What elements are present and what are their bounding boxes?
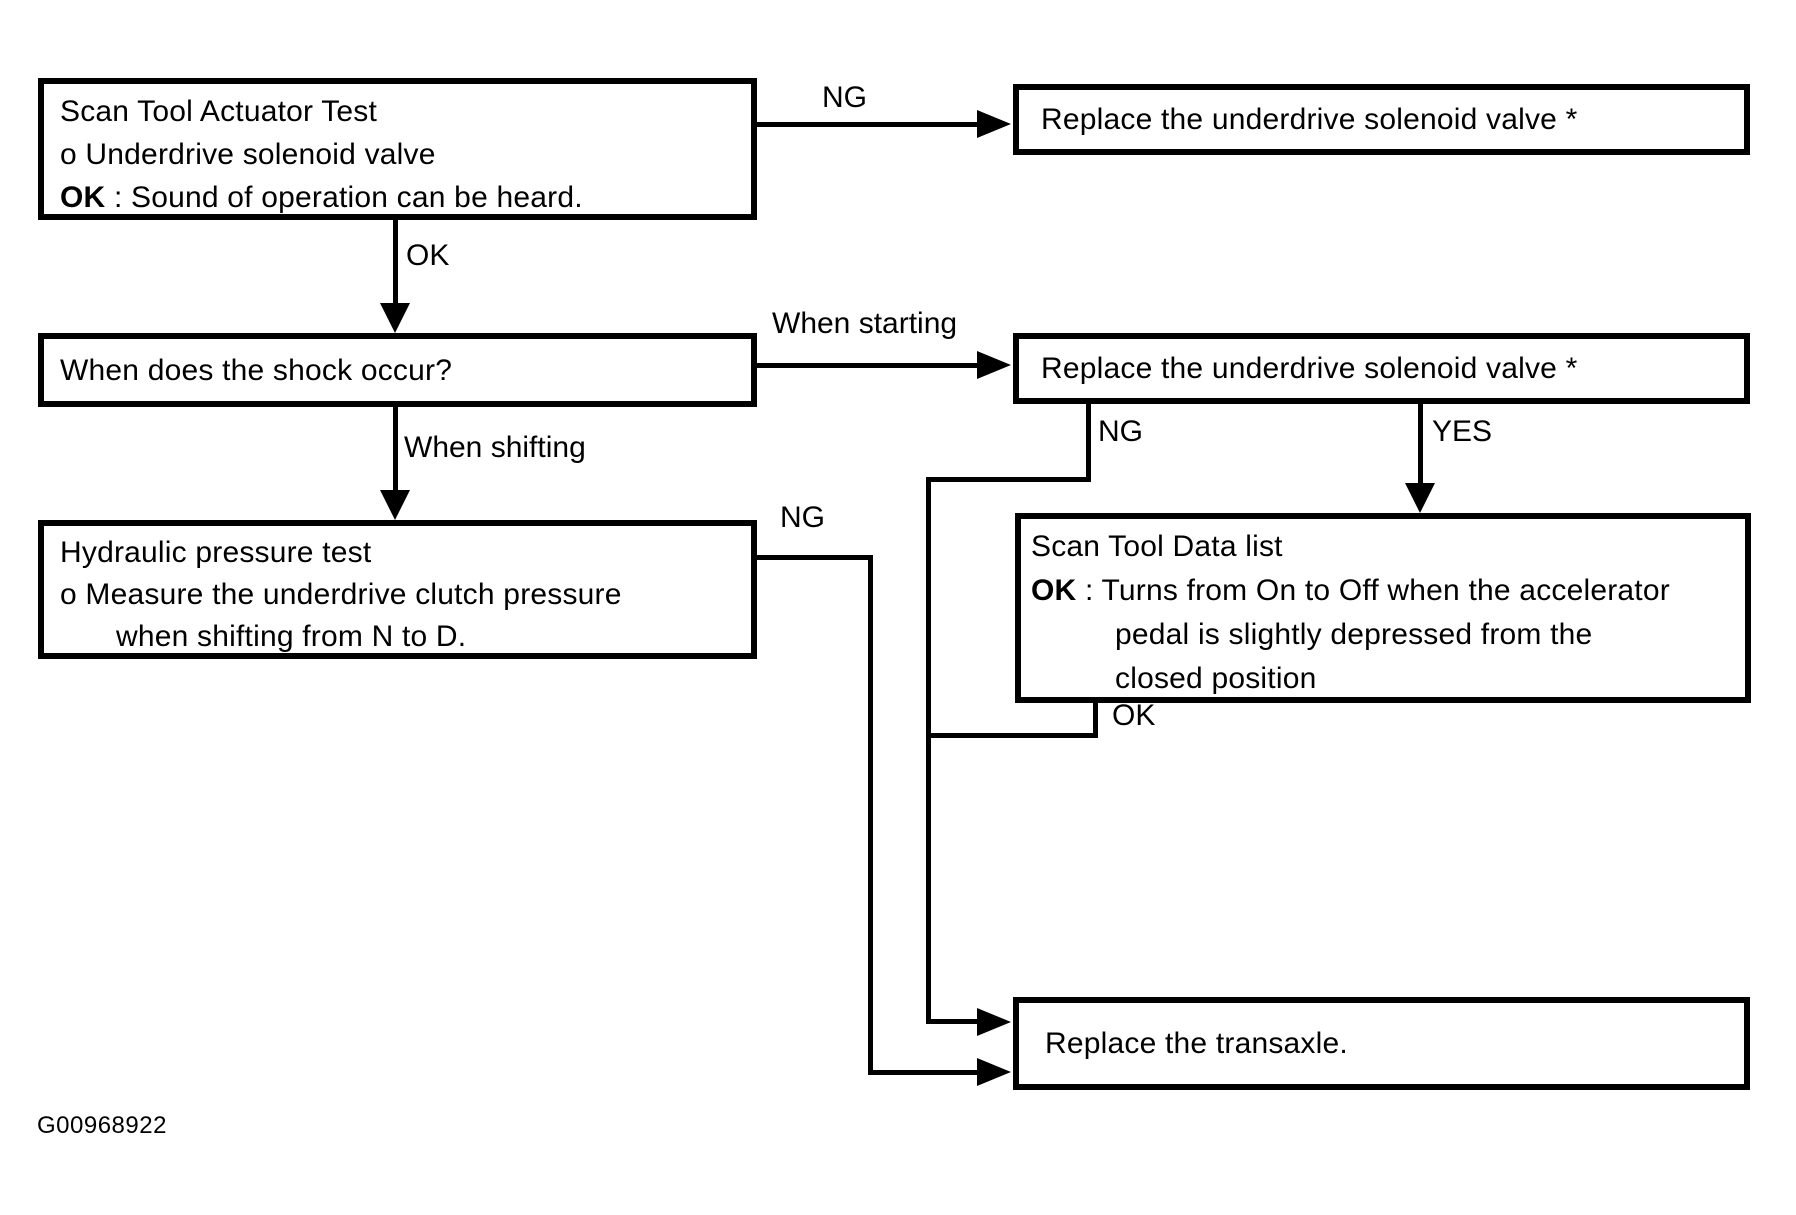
arrowhead-actuator-ng-icon (977, 110, 1011, 138)
flow-box-scan-tool-data-list: Scan Tool Data list OK : Turns from On t… (1015, 513, 1751, 703)
arrowhead-when-starting-icon (977, 351, 1011, 379)
box-text-line: When does the shock occur? (60, 353, 453, 387)
edge-label-ng-actuator: NG (822, 81, 867, 114)
box-text-line: pedal is slightly depressed from the (1115, 618, 1593, 651)
box-text-line: closed position (1115, 662, 1317, 695)
edge-label-yes-solenoid: YES (1432, 415, 1493, 448)
connector-when-starting-line (757, 363, 979, 368)
connector-data-list-ok-left-line (926, 733, 1098, 738)
box-text-line: OK : Turns from On to Off when the accel… (1031, 574, 1670, 607)
arrowhead-solenoid-yes-icon (1405, 483, 1435, 513)
flow-box-replace-solenoid-top: Replace the underdrive solenoid valve * (1013, 84, 1750, 155)
edge-label-when-shifting: When shifting (404, 431, 586, 464)
edge-label-ok-data-list: OK (1112, 699, 1156, 732)
box-text-line: o Measure the underdrive clutch pressure (60, 578, 622, 611)
connector-actuator-ok-line (393, 220, 398, 304)
flow-box-replace-transaxle: Replace the transaxle. (1013, 997, 1750, 1090)
connector-when-shifting-line (393, 407, 398, 491)
connector-actuator-ng-line (757, 122, 979, 127)
connector-hydraulic-ng-right-line (757, 555, 873, 560)
edge-label-ng-hydraulic: NG (780, 501, 825, 534)
connector-hydraulic-ng-long-line (868, 555, 873, 1075)
connector-solenoid-yes-line (1418, 404, 1423, 486)
connector-hydraulic-ng-to-transaxle-line (868, 1070, 979, 1075)
box-text-line: OK : Sound of operation can be heard. (60, 181, 583, 214)
box-text-line: Scan Tool Data list (1031, 530, 1283, 563)
edge-label-ok-actuator: OK (406, 239, 450, 272)
box-text-line: when shifting from N to D. (116, 620, 467, 653)
box-text-line: Replace the underdrive solenoid valve * (1041, 103, 1578, 136)
box-text-line: Scan Tool Actuator Test (60, 95, 378, 128)
connector-solenoid-ng-to-transaxle-line (926, 1019, 979, 1024)
flow-box-hydraulic-pressure-test: Hydraulic pressure test o Measure the un… (38, 520, 757, 659)
arrowhead-transaxle-lower-icon (977, 1058, 1011, 1086)
box-text-line: Replace the transaxle. (1045, 1027, 1348, 1060)
edge-label-when-starting: When starting (772, 307, 958, 340)
edge-label-ng-solenoid: NG (1098, 415, 1143, 448)
arrowhead-transaxle-upper-icon (977, 1008, 1011, 1036)
connector-data-list-ok-stub-line (1093, 703, 1098, 738)
connector-solenoid-ng-left-line (926, 477, 1091, 482)
arrowhead-actuator-ok-icon (380, 303, 410, 333)
box-text-line: o Underdrive solenoid valve (60, 138, 436, 171)
box-text-line: Replace the underdrive solenoid valve * (1041, 352, 1578, 385)
connector-solenoid-ng-long-line (926, 477, 931, 1024)
box-text-line: Hydraulic pressure test (60, 536, 372, 569)
flow-box-replace-solenoid-mid: Replace the underdrive solenoid valve * (1013, 333, 1750, 404)
connector-solenoid-ng-drop-line (1086, 404, 1091, 482)
arrowhead-when-shifting-icon (380, 490, 410, 520)
figure-code: G00968922 (37, 1112, 167, 1139)
flow-box-shock-occur: When does the shock occur? (38, 333, 757, 407)
flow-box-scan-tool-actuator-test: Scan Tool Actuator Test o Underdrive sol… (38, 78, 757, 220)
